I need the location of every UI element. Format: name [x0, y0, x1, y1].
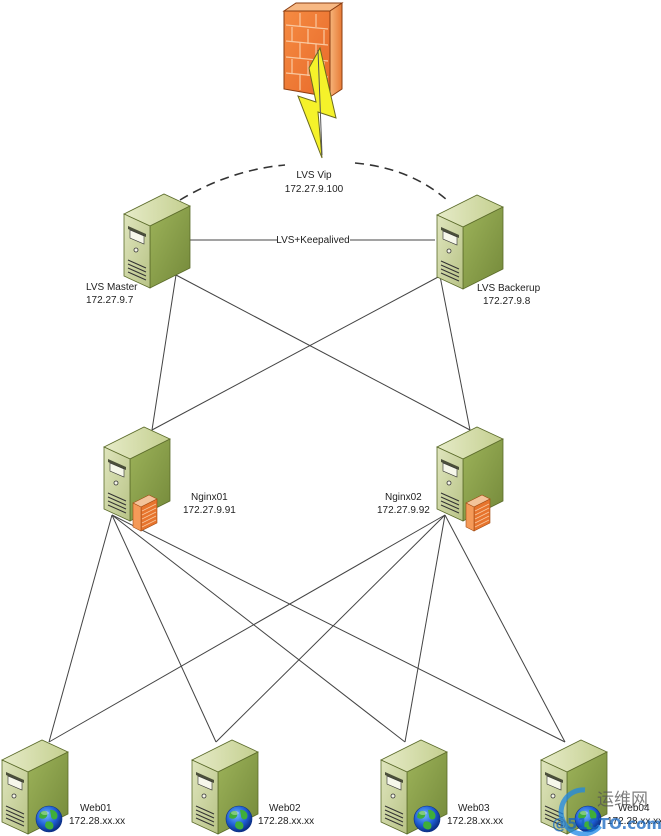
lvs-backup-server[interactable]: LVS Backerup 172.27.9.8 — [436, 194, 541, 307]
link-nginx01-web04 — [111, 514, 566, 743]
link-nginx01-web01 — [48, 514, 113, 743]
server-icon — [436, 194, 504, 290]
link-lvs-master-nginx01 — [151, 274, 177, 431]
nginx02-ip: 172.27.9.92 — [377, 505, 430, 516]
nginx02-name: Nginx02 — [385, 492, 422, 503]
web02-name: Web02 — [269, 803, 301, 814]
web03-name: Web03 — [458, 803, 490, 814]
link-nginx02-web01 — [48, 514, 446, 743]
watermark-cn: 运维网 — [597, 790, 648, 810]
nginx01-ip: 172.27.9.91 — [183, 505, 236, 516]
vip-name: LVS Vip — [296, 170, 332, 181]
vip-link-master — [179, 164, 286, 201]
nginx01-server[interactable]: Nginx01 172.27.9.91 — [103, 426, 236, 532]
link-lvs-backup-nginx02 — [439, 275, 471, 431]
lightning-bolt-icon — [297, 46, 337, 159]
vip-ip: 172.27.9.100 — [285, 184, 344, 195]
nginx01-name: Nginx01 — [191, 492, 228, 503]
ha-link-label: LVS+Keepalived — [276, 235, 349, 246]
link-nginx02-web03 — [404, 514, 446, 743]
web04-ip: 172.28.xx.xx — [607, 816, 661, 827]
lvs-master-name: LVS Master — [86, 282, 138, 293]
web03-server[interactable]: Web03 172.28.xx.xx — [380, 739, 503, 835]
watermark-logo-icon — [558, 787, 602, 836]
lvs-backup-name: LVS Backerup — [477, 283, 541, 294]
web02-server[interactable]: Web02 172.28.xx.xx — [191, 739, 314, 835]
lvs-master-ip: 172.27.9.7 — [86, 295, 134, 306]
globe-icon — [35, 805, 63, 833]
watermark-en: @51CTO.com — [552, 815, 661, 833]
link-nginx01-web02 — [111, 514, 217, 743]
link-nginx01-web03 — [111, 514, 406, 743]
web01-name: Web01 — [80, 803, 112, 814]
web04-server[interactable]: Web04 172.28.xx.xx — [540, 739, 661, 835]
globe-icon — [413, 805, 441, 833]
vip-label: LVS Vip 172.27.9.100 — [285, 170, 344, 195]
connections-layer — [48, 239, 566, 743]
lvs-master-server[interactable]: LVS Master 172.27.9.7 — [86, 193, 191, 306]
watermark: 运维网 @51CTO.com — [552, 787, 661, 836]
server-icon — [123, 193, 191, 289]
link-nginx02-web02 — [215, 514, 446, 743]
web02-ip: 172.28.xx.xx — [258, 816, 314, 827]
nginx02-server[interactable]: Nginx02 172.27.9.92 — [377, 426, 504, 532]
web03-ip: 172.28.xx.xx — [447, 816, 503, 827]
link-lvs-master-nginx02 — [175, 274, 471, 431]
link-nginx02-web04 — [444, 514, 566, 743]
vip-link-backup — [354, 162, 448, 201]
link-lvs-backup-nginx01 — [151, 275, 441, 431]
lvs-backup-ip: 172.27.9.8 — [483, 296, 531, 307]
globe-icon — [225, 805, 253, 833]
web04-name: Web04 — [618, 803, 650, 814]
web01-ip: 172.28.xx.xx — [69, 816, 125, 827]
web01-server[interactable]: Web01 172.28.xx.xx — [1, 739, 125, 835]
